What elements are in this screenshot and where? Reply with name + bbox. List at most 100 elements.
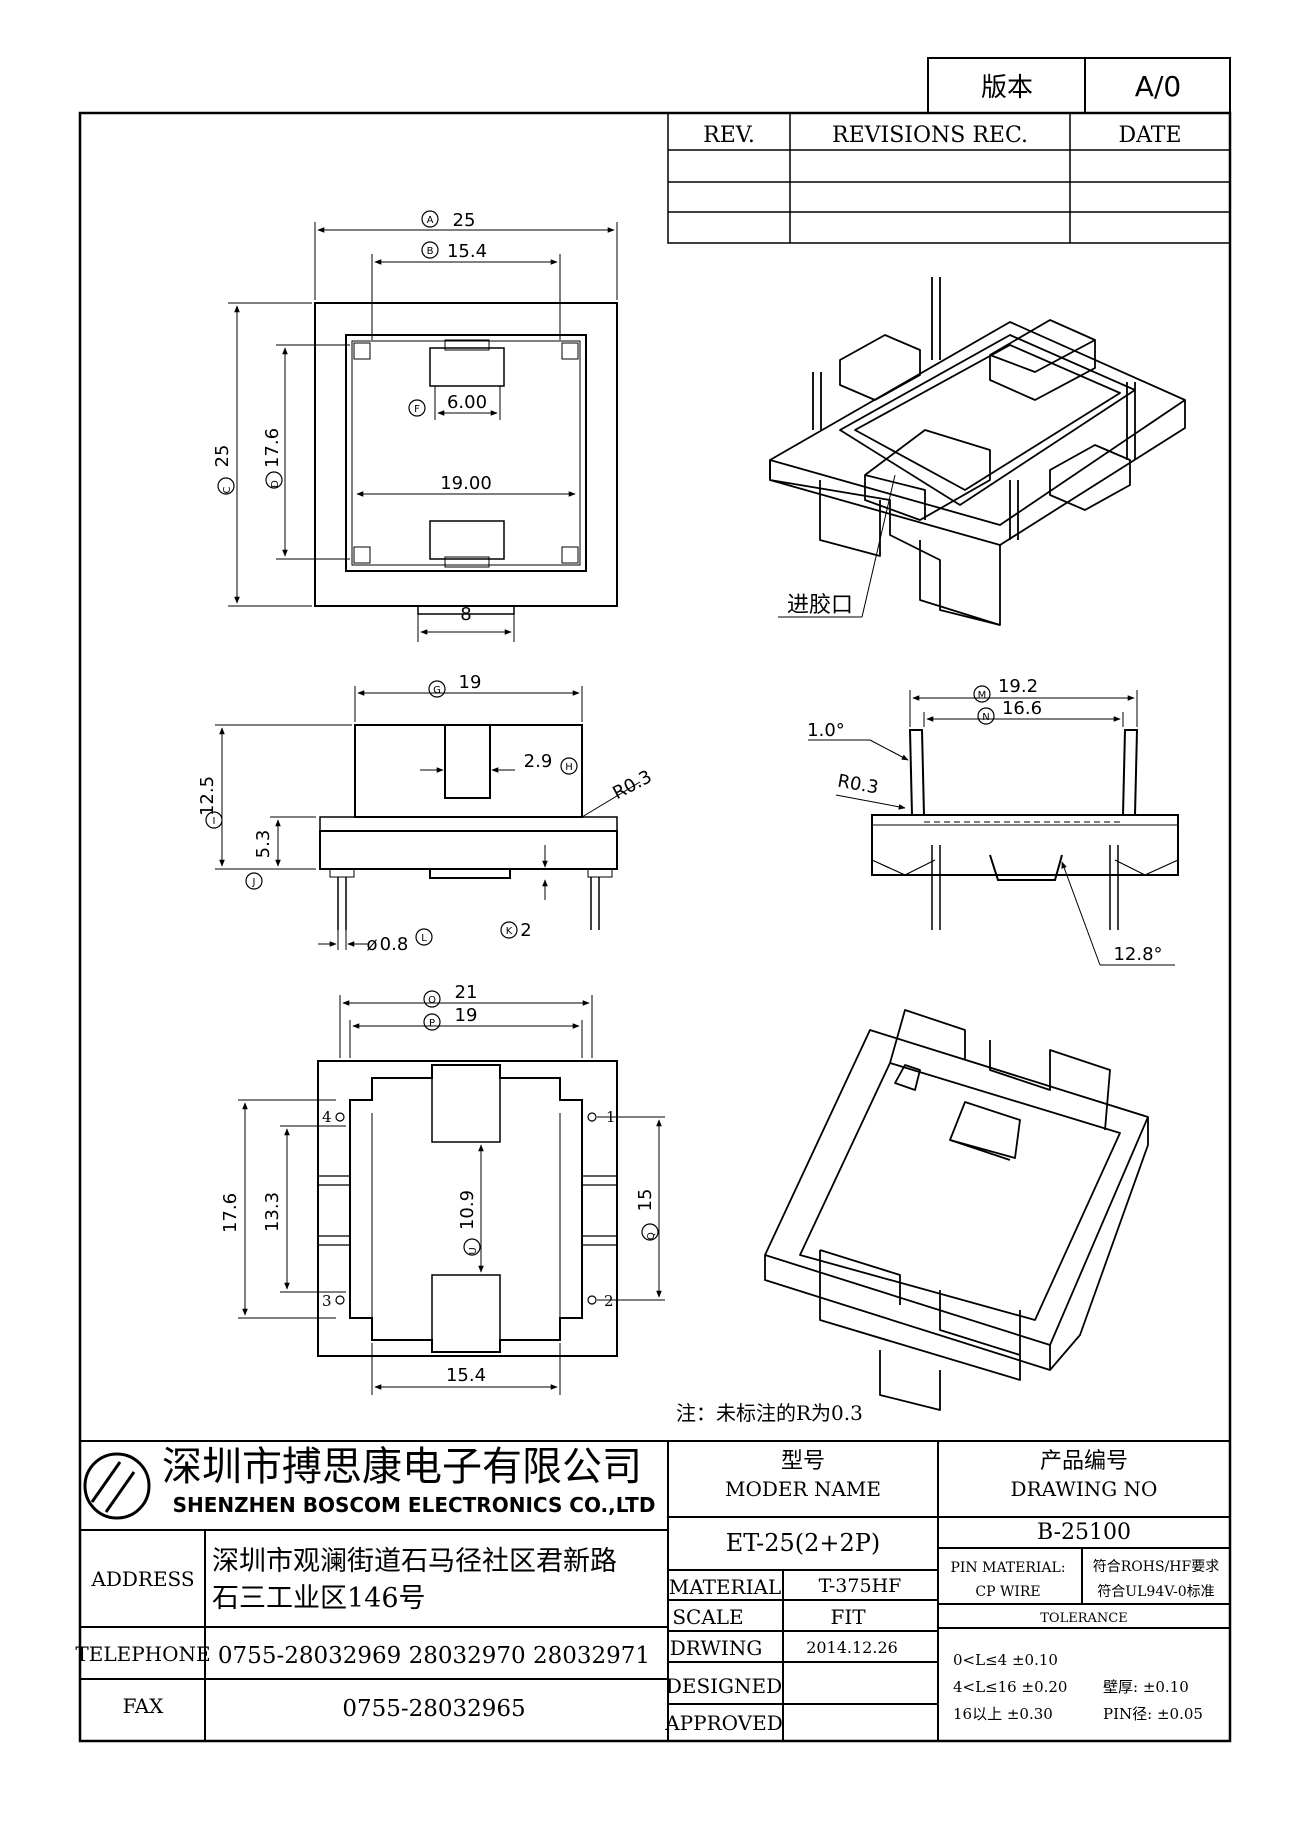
designed-label: DESIGNED xyxy=(666,1674,782,1698)
dim-i: 12.5 xyxy=(197,776,218,816)
pin-material-value: CP WIRE xyxy=(975,1584,1040,1600)
address-line-1: 深圳市观澜街道石马径社区君新路 xyxy=(212,1546,617,1577)
circle-labels-front xyxy=(205,680,578,946)
svg-text:U: U xyxy=(468,1247,479,1254)
circle-letters-top: A B C D F xyxy=(222,215,434,493)
telephone-label: TELEPHONE xyxy=(75,1642,210,1666)
dim-inner-width: 19.00 xyxy=(440,473,492,494)
circle-letters-side: MN xyxy=(978,690,990,723)
revision-header-rev: REV. xyxy=(703,123,755,148)
wall-tolerance: 壁厚: ±0.10 xyxy=(1103,1678,1189,1696)
tolerance-row-2: 4<L≤16 ±0.20 xyxy=(953,1678,1067,1696)
drawing-no-label-en: DRAWING NO xyxy=(1011,1477,1158,1501)
front-view xyxy=(319,724,618,930)
version-value: A/0 xyxy=(1135,70,1181,103)
side-radius: R0.3 xyxy=(836,771,880,799)
svg-text:N: N xyxy=(982,712,989,723)
model-value: ET-25(2+2P) xyxy=(726,1529,881,1557)
material-value: T-375HF xyxy=(819,1575,902,1597)
top-view-dimensions xyxy=(228,222,618,642)
version-label: 版本 xyxy=(981,73,1033,103)
svg-text:M: M xyxy=(978,690,987,701)
svg-text:O: O xyxy=(428,995,436,1006)
iso-top-view xyxy=(769,277,1186,626)
tolerance-row-1: 0<L≤4 ±0.10 xyxy=(953,1651,1058,1669)
fax-value: 0755-28032965 xyxy=(342,1696,525,1722)
drawing-frame xyxy=(78,111,1232,1743)
company-name-en: SHENZHEN BOSCOM ELECTRONICS CO.,LTD xyxy=(173,1493,656,1517)
ul-compliance: 符合UL94V-0标准 xyxy=(1097,1584,1214,1600)
revision-header-rec: REVISIONS REC. xyxy=(832,123,1028,148)
svg-text:L: L xyxy=(421,933,427,944)
dim-q: 15 xyxy=(635,1189,656,1212)
pin-label-4: 4 xyxy=(322,1108,332,1126)
rohs-compliance: 符合ROHS/HF要求 xyxy=(1093,1559,1219,1575)
svg-text:I: I xyxy=(213,816,216,827)
address-line-2: 石三工业区146号 xyxy=(212,1583,426,1614)
side-view-dimensions xyxy=(808,690,1175,966)
revision-table xyxy=(667,112,1231,244)
dim-bottom: 15.4 xyxy=(446,1365,486,1386)
svg-text:F: F xyxy=(414,404,420,415)
revision-header-date: DATE xyxy=(1118,123,1181,148)
company-name-cn: 深圳市搏思康电子有限公司 xyxy=(162,1444,642,1490)
dim-tab-width: 8 xyxy=(460,604,471,625)
approved-label: APPROVED xyxy=(664,1711,783,1735)
pin-label-2: 2 xyxy=(604,1292,614,1310)
telephone-value: 0755-28032969 28032970 28032971 xyxy=(218,1643,650,1669)
pin-label-1: 1 xyxy=(606,1108,616,1126)
front-radius: R0.3 xyxy=(609,766,655,804)
circle-labels-bottom xyxy=(423,990,659,1256)
company-logo xyxy=(83,1452,151,1520)
side-angle-bottom: 12.8° xyxy=(1113,944,1162,965)
model-label-en: MODER NAME xyxy=(725,1477,881,1501)
svg-text:Q: Q xyxy=(646,1232,657,1240)
svg-text:G: G xyxy=(433,685,441,696)
version-box xyxy=(927,57,1231,114)
title-block-grid xyxy=(80,1440,1230,1741)
dim-k: 2 xyxy=(520,920,531,941)
side-view xyxy=(871,729,1179,930)
svg-text:A: A xyxy=(427,215,434,226)
drawing-note: 注：未标注的R为0.3 xyxy=(676,1401,863,1425)
dim-l-prefix: ø xyxy=(366,934,377,955)
front-view-dimensions xyxy=(215,686,641,950)
dim-o: 21 xyxy=(455,982,478,1003)
svg-text:K: K xyxy=(506,926,513,937)
dim-c: 25 xyxy=(212,445,233,468)
dim-j: 5.3 xyxy=(253,830,274,859)
bottom-view-dimensions xyxy=(238,995,665,1395)
svg-text:J: J xyxy=(252,877,256,888)
dim-p: 19 xyxy=(455,1005,478,1026)
bottom-view xyxy=(317,1060,618,1357)
svg-text:D: D xyxy=(270,480,281,488)
svg-text:H: H xyxy=(565,762,573,773)
scale-label: SCALE xyxy=(672,1605,743,1629)
pin-diameter-tolerance: PIN径: ±0.05 xyxy=(1103,1705,1203,1723)
address-label: ADDRESS xyxy=(90,1567,194,1591)
dim-f: 6.00 xyxy=(447,392,487,413)
dim-h: 2.9 xyxy=(524,751,553,772)
dim-d: 17.6 xyxy=(262,428,283,468)
circle-letters-bottom: OP U Q xyxy=(428,995,657,1255)
svg-text:C: C xyxy=(222,486,233,493)
top-view xyxy=(314,302,618,615)
svg-text:B: B xyxy=(427,246,434,257)
dim-m: 19.2 xyxy=(998,676,1038,697)
gate-label: 进胶口 xyxy=(787,593,853,618)
gate-leader xyxy=(861,474,896,618)
iso-bottom-view xyxy=(764,1009,1149,1411)
tolerance-row-3: 16以上 ±0.30 xyxy=(953,1705,1053,1723)
circle-letters-front: G H I J L K xyxy=(213,685,573,944)
pin-material-label: PIN MATERIAL: xyxy=(950,1560,1065,1576)
dim-b: 15.4 xyxy=(447,241,487,262)
dim-n: 16.6 xyxy=(1002,698,1042,719)
side-angle-top: 1.0° xyxy=(807,720,845,741)
circle-labels-top xyxy=(217,210,439,495)
fax-label: FAX xyxy=(123,1694,165,1718)
dim-left-inner: 13.3 xyxy=(262,1192,283,1232)
drawing-date-value: 2014.12.26 xyxy=(806,1638,898,1657)
scale-value: FIT xyxy=(830,1605,866,1629)
drawing-no-label-cn: 产品编号 xyxy=(1040,1449,1128,1474)
